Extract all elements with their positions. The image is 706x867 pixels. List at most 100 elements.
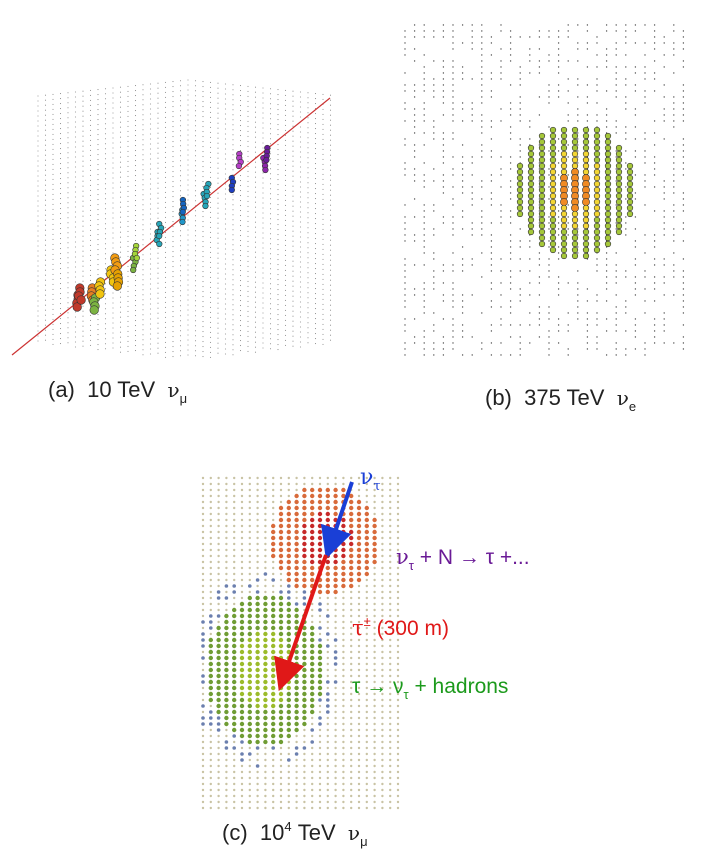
- dom-dot: [461, 264, 464, 266]
- dom-dot: [119, 166, 122, 168]
- hit-dot: [294, 583, 299, 589]
- dom-dot: [663, 282, 665, 284]
- hit-dot: [381, 734, 384, 738]
- dom-dot: [557, 174, 560, 176]
- dom-dot: [239, 150, 242, 152]
- dom-dot: [413, 90, 416, 92]
- dom-dot: [433, 204, 435, 206]
- dom-dot: [149, 198, 152, 200]
- hit-dot: [342, 782, 345, 786]
- hit-dot: [201, 794, 205, 798]
- dom-dot: [322, 288, 324, 290]
- dom-dot: [127, 335, 129, 337]
- hit-dot: [342, 746, 345, 750]
- hit-dot: [295, 488, 298, 492]
- hit-dot: [264, 482, 267, 486]
- dom-dot: [299, 286, 302, 288]
- dom-dot: [509, 234, 512, 236]
- dom-dot: [164, 261, 167, 263]
- dom-dot: [634, 324, 637, 326]
- dom-dot: [239, 130, 242, 132]
- dom-dot: [538, 36, 541, 38]
- dom-dot: [119, 311, 122, 313]
- dom-dot: [322, 333, 324, 335]
- dom-dot: [644, 102, 646, 104]
- dom-dot: [134, 340, 137, 342]
- dom-dot: [209, 201, 212, 203]
- hit-dot: [255, 691, 260, 697]
- hit-dot: [271, 661, 276, 667]
- hit-dot: [272, 488, 275, 492]
- hit-dot: [256, 488, 259, 492]
- hit-dot: [357, 650, 361, 654]
- hit-dot: [217, 518, 220, 522]
- hit-dot: [232, 703, 237, 709]
- dom-dot: [615, 294, 617, 296]
- hit-dot: [342, 692, 345, 696]
- dom-dot: [262, 122, 264, 124]
- dom-dot: [329, 264, 332, 266]
- dom-dot: [157, 332, 159, 334]
- dom-dot: [404, 48, 406, 50]
- hit-dot: [365, 650, 368, 654]
- dom-dot: [413, 234, 416, 236]
- dom-dot: [194, 235, 197, 237]
- hit-dot: [373, 698, 376, 702]
- dom-dot: [299, 206, 302, 208]
- dom-dot: [97, 134, 99, 136]
- dom-dot: [413, 288, 416, 290]
- dom-dot: [202, 311, 204, 313]
- hit-dot: [582, 162, 590, 170]
- hit-dot: [593, 162, 601, 170]
- dom-dot: [217, 337, 219, 339]
- dom-dot: [224, 178, 227, 180]
- dom-dot: [452, 294, 454, 296]
- dom-dot: [404, 294, 406, 296]
- hit-dot: [560, 246, 568, 254]
- dom-dot: [433, 354, 435, 356]
- hit-dot: [549, 228, 557, 236]
- dom-dot: [59, 303, 62, 305]
- dom-dot: [307, 122, 309, 124]
- hit-dot: [279, 494, 283, 498]
- dom-dot: [500, 258, 502, 260]
- hit-dot: [302, 625, 307, 631]
- dom-dot: [314, 143, 317, 145]
- hit-dot: [582, 216, 590, 224]
- dom-dot: [119, 251, 122, 253]
- dom-dot: [217, 242, 219, 244]
- dom-dot: [538, 186, 541, 188]
- hit-dot: [209, 800, 212, 804]
- dom-dot: [682, 240, 685, 242]
- dom-dot: [634, 66, 637, 68]
- dom-dot: [557, 216, 560, 218]
- hit-dot: [333, 662, 338, 666]
- hit-dot: [295, 476, 298, 480]
- dom-dot: [452, 270, 454, 272]
- dom-dot: [577, 138, 579, 140]
- dom-dot: [307, 337, 309, 339]
- dom-dot: [247, 275, 249, 277]
- hit-dot: [235, 162, 242, 170]
- hit-dot: [325, 541, 330, 547]
- hit-dot: [310, 709, 315, 715]
- hit-dot: [225, 476, 228, 480]
- hit-dot: [278, 505, 284, 511]
- dom-dot: [322, 313, 324, 315]
- dom-dot: [509, 210, 512, 212]
- hit-dot: [318, 728, 322, 732]
- dom-dot: [596, 300, 598, 302]
- dom-dot: [461, 24, 464, 26]
- hit-dot: [389, 488, 392, 492]
- dom-dot: [202, 336, 204, 338]
- hit-dot: [287, 782, 290, 786]
- hit-dot: [201, 476, 205, 480]
- dom-dot: [322, 278, 324, 280]
- dom-dot: [269, 233, 272, 235]
- dom-dot: [538, 318, 541, 320]
- dom-dot: [292, 215, 294, 217]
- hit-dot: [373, 758, 376, 762]
- hit-dot: [373, 572, 376, 576]
- dom-dot: [194, 290, 197, 292]
- dom-dot: [413, 24, 416, 26]
